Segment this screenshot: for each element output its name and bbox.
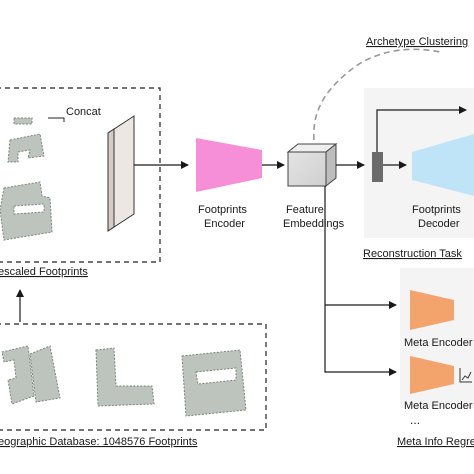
branch-meta-line (324, 186, 397, 376)
concat-plate-icon (107, 115, 135, 232)
latent-bar (372, 152, 383, 182)
reconstruction-task-label: Reconstruction Task (363, 248, 462, 260)
footprints-decoder-label-1: Footprints (412, 204, 461, 216)
feature-embeddings-label-2: Embeddings (283, 218, 345, 230)
archetype-clustering-label: Archetype Clustering (366, 36, 468, 48)
database-footprint-shapes (1, 345, 247, 417)
footprints-decoder-shape (412, 134, 474, 196)
rescaled-footprints-label: escaled Footprints (0, 266, 88, 278)
footprints-encoder-shape (196, 138, 262, 192)
meta-info-regression-label: Meta Info Regre (397, 436, 474, 448)
rescaled-footprint-shapes (0, 117, 53, 241)
footprints-encoder-label-2: Encoder (204, 218, 245, 230)
concat-label: Concat (66, 106, 101, 118)
meta-encoder-1-shape (410, 290, 454, 330)
rescaled-footprints-box (0, 87, 161, 263)
meta-encoder-1-label: Meta Encoder (404, 337, 473, 349)
footprints-decoder-label-2: Decoder (418, 218, 460, 230)
arrow-reconstruction-top (376, 106, 467, 152)
geographic-database-box (0, 323, 267, 431)
meta-encoder-2-label: Meta Encoder (404, 400, 473, 412)
footprints-encoder-label-1: Footprints (198, 204, 247, 216)
concat-connector (48, 117, 65, 122)
meta-encoder-2-shape (410, 356, 454, 394)
feature-cube-icon (286, 142, 338, 188)
trend-chart-icon (459, 368, 472, 383)
archetype-dashed-curve (313, 48, 441, 141)
meta-ellipsis: ... (410, 413, 420, 427)
feature-embeddings-label-1: Feature (286, 204, 324, 216)
geographic-database-label: eographic Database: 1048576 Footprints (0, 436, 198, 448)
